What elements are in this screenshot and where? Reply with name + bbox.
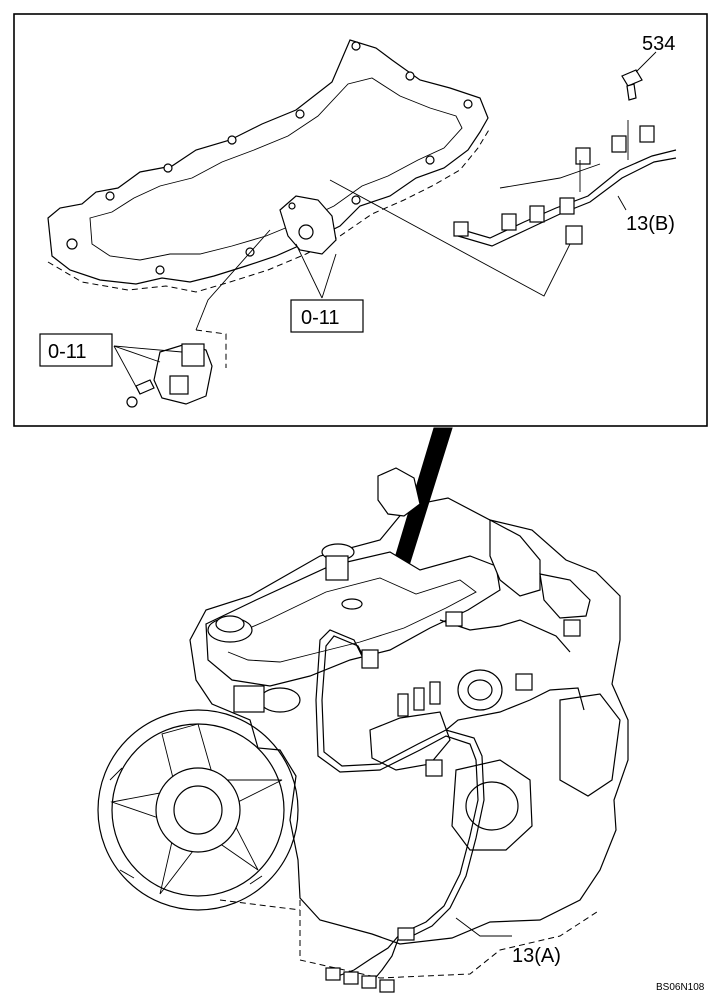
callout-label-534: 534 — [642, 33, 675, 55]
callout-gasket-ref-right: 0-11 — [290, 299, 364, 333]
drawing-code: BS06N108 — [656, 982, 705, 993]
callout-label-0-11-left: 0-11 — [48, 341, 87, 363]
bolt-534 — [621, 51, 657, 101]
engine-assembly — [97, 467, 629, 993]
harness-13a — [315, 611, 585, 993]
callout-gasket-ref-left: 0-11 — [39, 333, 113, 367]
callout-bolt-534: 534 — [642, 33, 675, 55]
speed-sensor — [113, 329, 227, 408]
sensor-bracket — [279, 195, 337, 255]
callout-harness-13b: 13(B) — [626, 213, 675, 235]
callout-harness-13a: 13(A) — [512, 945, 561, 967]
cooling-fan — [97, 709, 299, 911]
callout-label-13b: 13(B) — [626, 213, 675, 235]
harness-13b — [453, 120, 677, 247]
callout-label-13a: 13(A) — [512, 945, 561, 967]
callout-label-0-11-right: 0-11 — [301, 307, 340, 329]
